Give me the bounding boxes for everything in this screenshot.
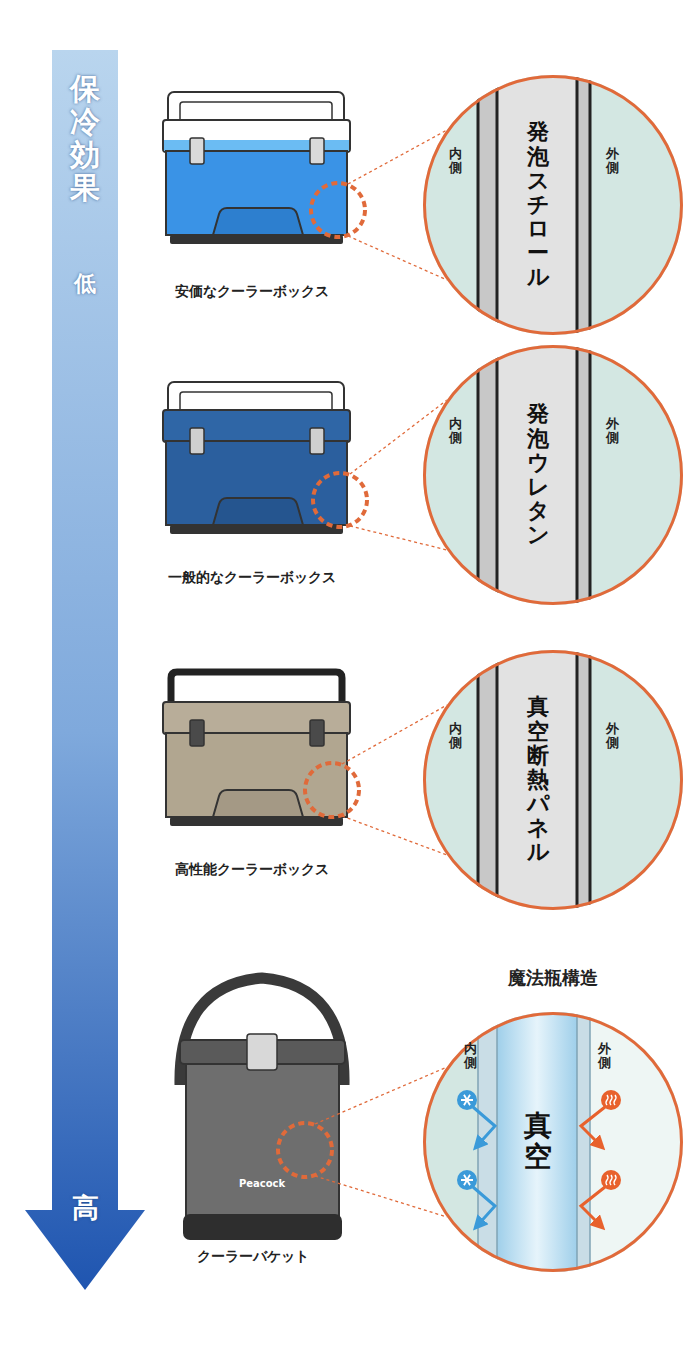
zoom-circle: 内側 外側 真空断熱パネル <box>423 650 683 910</box>
insulation-layer: 発泡スチロール <box>498 75 577 335</box>
zoom-marker <box>278 1067 447 1217</box>
zoom-circle-shape <box>423 75 683 335</box>
zoom-circle: 内側 外側 発泡ウレタン <box>423 345 683 605</box>
zoom-circle-shape <box>423 1012 683 1272</box>
layer-name: 真空 <box>524 1111 552 1173</box>
zoom-circle: 内側 外側 発泡スチロール <box>423 75 683 335</box>
product-caption: 安価なクーラーボックス <box>175 283 329 301</box>
cooler-bucket <box>180 978 345 1240</box>
zoom-circle-shape <box>423 650 683 910</box>
axis-text: 高 <box>72 1193 99 1223</box>
product-caption: クーラーバケット <box>197 1248 309 1266</box>
side-label: 内側 <box>464 1042 477 1071</box>
side-label: 魔法瓶構造 <box>508 966 598 990</box>
cooler-box <box>163 382 350 534</box>
vacuum-layer: 真空 <box>498 1012 577 1272</box>
layer-name: 発泡スチロール <box>527 120 549 289</box>
axis-text: 低 <box>74 272 96 296</box>
side-label: 内側 <box>449 722 462 751</box>
product-caption: 一般的なクーラーボックス <box>168 569 336 587</box>
cooler-box <box>163 92 350 244</box>
axis-text: 保冷効果 <box>70 72 100 204</box>
side-label: 外側 <box>606 147 619 176</box>
insulation-layer: 真空断熱パネル <box>498 650 577 910</box>
layer-name: 発泡ウレタン <box>527 402 549 547</box>
zoom-circle-shape <box>423 345 683 605</box>
insulation-layer: 発泡ウレタン <box>498 345 577 605</box>
brand-logo: Peacock <box>239 1178 285 1189</box>
side-label: 内側 <box>449 147 462 176</box>
side-label: 内側 <box>449 417 462 446</box>
effect-arrow: 保冷効果低高 <box>25 50 145 1290</box>
side-label: 外側 <box>606 417 619 446</box>
zoom-circle: 魔法瓶構造内側外側真空 <box>423 1012 683 1272</box>
product-caption: 高性能クーラーボックス <box>175 861 329 879</box>
layer-name: 真空断熱パネル <box>527 695 549 864</box>
arrow-shape <box>25 50 145 1290</box>
side-label: 外側 <box>606 722 619 751</box>
cooler-box <box>163 672 350 826</box>
side-label: 外側 <box>598 1042 611 1071</box>
